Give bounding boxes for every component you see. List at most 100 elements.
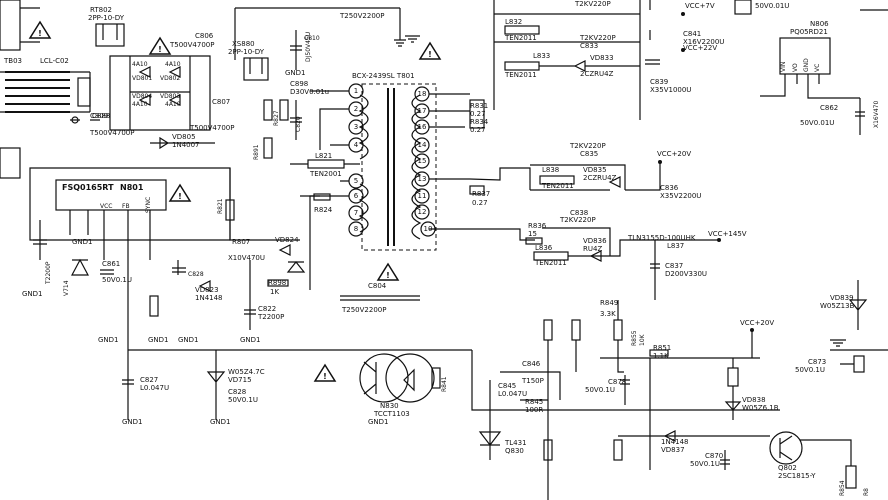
xs880-value: 2PP-10-DY — [228, 48, 265, 56]
c807-label: C807 — [212, 98, 230, 106]
c-left-value: T2200P — [45, 261, 52, 285]
pin-12: 12 — [414, 204, 430, 220]
c841-label: C841 — [683, 30, 701, 38]
gnd-c822: GND1 — [240, 336, 261, 344]
secondary-7v: L832 TEN2011 T2KV220P L833 TEN2011 T2KV2… — [493, 0, 789, 120]
c871-value: X10V470U — [228, 254, 265, 262]
c806-value: T500V4700P — [169, 41, 214, 49]
xs880-connector: XS880 2PP-10-DY — [228, 40, 269, 81]
r841-label: R841 — [441, 376, 448, 392]
pin-3: 3 — [348, 119, 364, 135]
svg-text:13: 13 — [418, 175, 427, 183]
vd802-label: VD802 — [160, 75, 180, 82]
l821-inductor: L821 TEN2001 — [290, 152, 360, 178]
l836-value: TEN2011 — [534, 259, 567, 267]
c878-value: 50V0.1U — [585, 386, 615, 394]
tln-label: TLN3155D-100UHK — [627, 234, 696, 242]
r834-label: R834 — [470, 118, 489, 126]
c827-value: L0.047U — [140, 384, 169, 392]
c861-label: C861 — [102, 260, 120, 268]
vd838-q802: VD838 W05Z6.1B Q802 2SC1815-Y 1N4148 VD8… — [618, 358, 870, 496]
c810-cap: C810 DJ50V45U GND1 — [285, 30, 320, 77]
pin-16: 16 — [414, 119, 430, 135]
pin-2: 2 — [348, 101, 364, 117]
vcc20v-label: VCC+20V — [657, 150, 691, 158]
v714-label: V714 — [63, 280, 70, 296]
c836-value: X35V2200U — [660, 192, 701, 200]
c837-label: C837 — [665, 262, 683, 270]
c810-value: DJ50V45U — [305, 32, 312, 62]
tl431-label: TL431 — [504, 439, 527, 447]
c822-label: C822 — [258, 305, 276, 313]
feedback-ladder: R849 3.3K R855 10K C878 50V0.1U — [543, 299, 646, 500]
vd839-label: VD839 — [830, 294, 854, 302]
n830-optocoupler: N830 TCCT1103 GND1 R841 — [359, 353, 448, 426]
lcl-label: LCL-C02 — [40, 57, 69, 65]
c870-label: C870 — [705, 452, 723, 460]
pin-13: 13 — [414, 171, 430, 187]
c809-value: T500V4700P — [89, 129, 134, 137]
r807-label: R807 — [232, 238, 250, 246]
c845-value: L0.047U — [498, 390, 527, 398]
vd803-label: VD803 — [160, 93, 180, 100]
pin-18: 18 — [414, 86, 430, 102]
rt802-value: 2PP-10-DY — [88, 14, 125, 22]
vd805-label: VD805 — [172, 133, 196, 141]
gnd-bottom1: GND1 — [122, 418, 143, 426]
vd833-label: VD833 — [590, 54, 614, 62]
t801-label: BCX-2439SL T801 — [352, 72, 415, 80]
c880-value: X16V470 — [873, 101, 880, 128]
gnd-pin: GND — [803, 58, 810, 72]
c-top-value: T250V2200P — [339, 12, 384, 20]
sync-pin-label: SYNC — [145, 197, 152, 213]
gnd-left: GND1 — [22, 290, 43, 298]
c833-label: C833 — [580, 42, 598, 50]
svg-text:!: ! — [158, 45, 162, 54]
vd837-label: VD837 — [661, 446, 685, 454]
secondary-20v: R837 0.27 T2KV220P C835 L838 TEN2011 VD8… — [429, 142, 701, 207]
pin-6: 6 — [348, 188, 364, 204]
svg-text:!: ! — [386, 271, 390, 280]
c822-value: T2200P — [257, 313, 284, 321]
c838-label: C838 — [570, 209, 588, 217]
tb03-label: TB03 — [3, 57, 22, 65]
r836-label: R836 — [528, 222, 547, 230]
svg-text:4: 4 — [354, 141, 359, 149]
pin-5: 5 — [348, 173, 364, 189]
c806-label: C806 — [195, 32, 214, 40]
c804: C804 T250V2200P — [340, 282, 420, 314]
r827-label: R827 — [273, 110, 280, 126]
r821: R821 — [217, 168, 300, 241]
gnd-c827: GND1 — [148, 336, 169, 344]
warning-icon: ! — [28, 20, 52, 39]
svg-text:2: 2 — [354, 105, 358, 113]
rt802-label: RT802 — [90, 6, 112, 14]
vcc20-label: VCC+20V — [740, 319, 774, 327]
l838-label: L838 — [542, 166, 559, 174]
c819-value: T500V4700P — [189, 124, 234, 132]
vcc7-label: VCC+7V — [685, 2, 715, 10]
c810-label: C810 — [304, 35, 320, 42]
pin-17: 17 — [414, 103, 430, 119]
c898-label: C898 — [290, 80, 308, 88]
warning-icon: ! — [418, 41, 442, 60]
r834-left-label: R824 — [314, 206, 333, 214]
svg-text:!: ! — [38, 29, 42, 38]
vd839-c873: VD839 W05Z13B C873 50V0.1U — [795, 280, 888, 374]
pin-1: 1 — [348, 83, 364, 99]
vc-pin: VC — [814, 64, 821, 72]
vd839-value: W05Z13B — [820, 302, 855, 310]
xs880-label: XS880 — [232, 40, 255, 48]
vd715-value: W05Z4.7C — [228, 368, 265, 376]
r4a10-label: 4A10 — [132, 61, 148, 68]
tl431-q830: TL431 Q830 C845 L0.047U C846 T150P R845 … — [478, 360, 561, 460]
r851-label: R851 — [653, 344, 671, 352]
c838-value: T2KV220P — [559, 216, 596, 224]
n830-label: N830 — [380, 402, 399, 410]
svg-text:11: 11 — [418, 192, 427, 200]
l838-value: TEN2011 — [541, 182, 574, 190]
n830-value: TCCT1103 — [373, 410, 410, 418]
vd838-value: W05Z6.1B — [742, 404, 779, 412]
r831-label: R831 — [470, 102, 488, 110]
c861-v714: T2200P V714 C861 50V0.1U GND1 GND1 — [22, 220, 132, 344]
